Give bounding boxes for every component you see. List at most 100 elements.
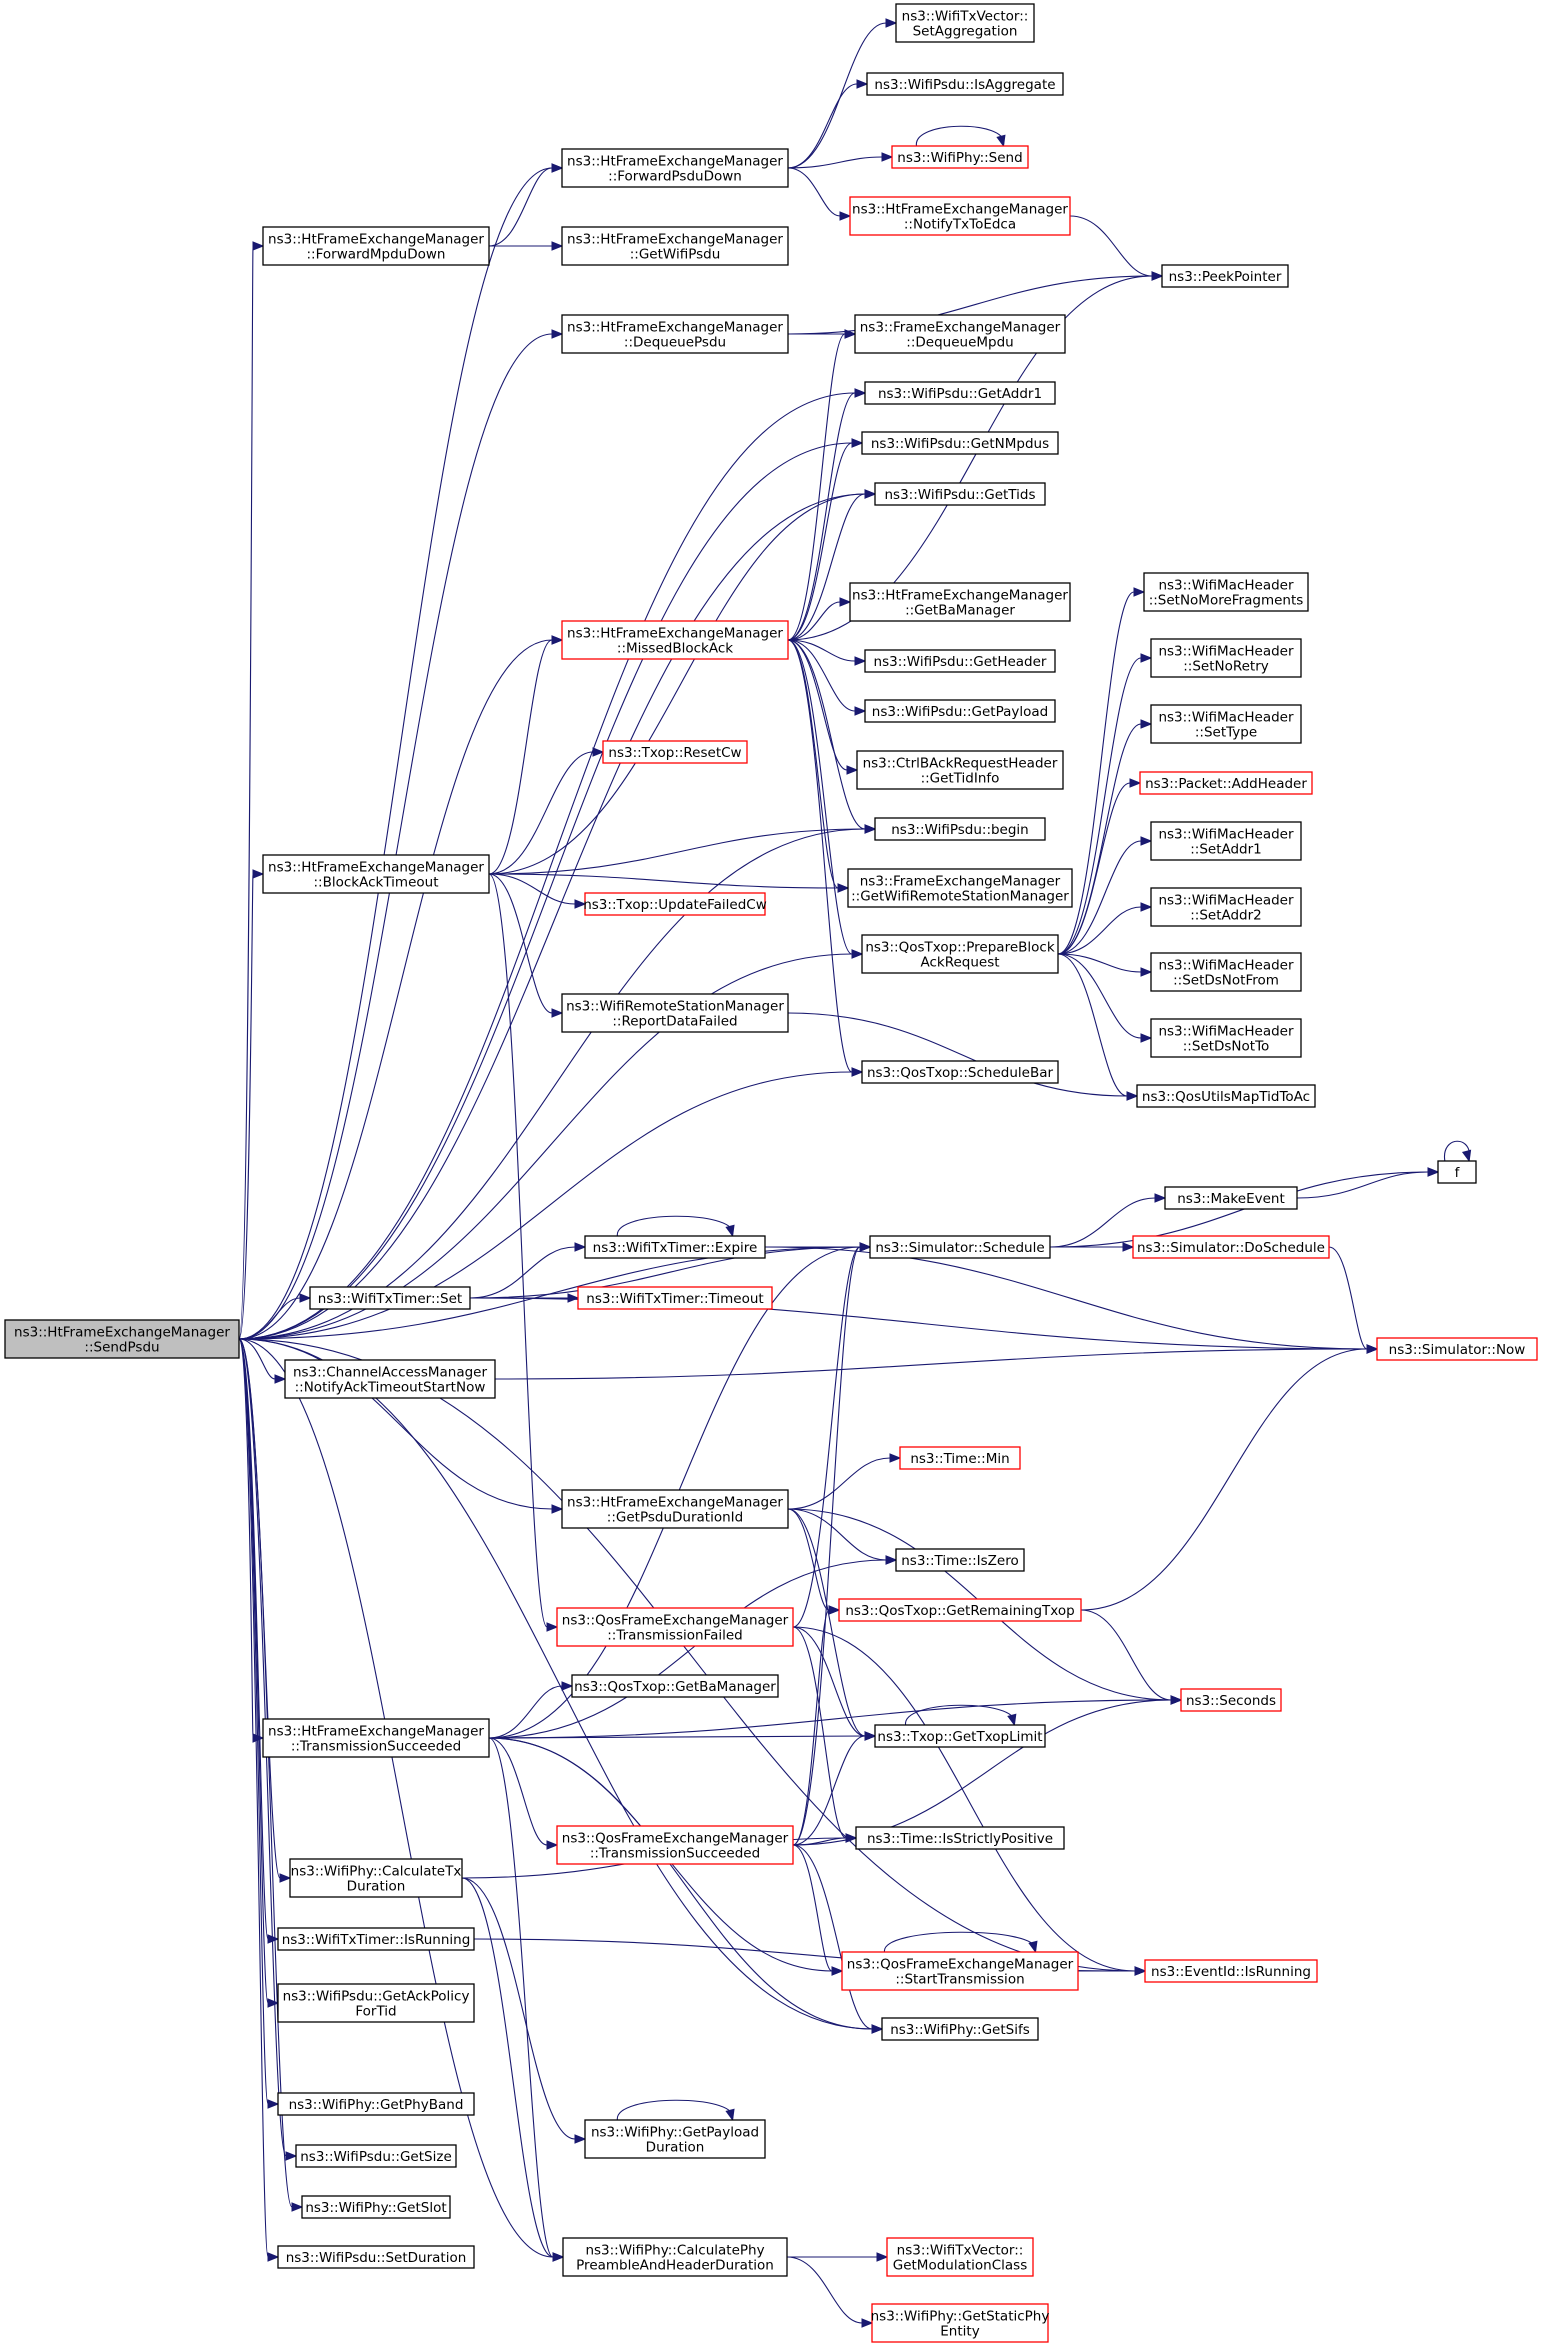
node-frameexchangemanager-dequeuempdu[interactable]: ns3::FrameExchangeManager::DequeueMpdu <box>854 314 1066 354</box>
node-htframeexchangemanager-getpsdudurationid[interactable]: ns3::HtFrameExchangeManager::GetPsduDura… <box>561 1489 789 1529</box>
node-htframeexchangemanager-sendpsdu[interactable]: ns3::HtFrameExchangeManager::SendPsdu <box>4 1319 240 1359</box>
node-wifipsdu-getaddr1[interactable]: ns3::WifiPsdu::GetAddr1 <box>864 381 1056 405</box>
node-htframeexchangemanager-getwifipsdu[interactable]: ns3::HtFrameExchangeManager::GetWifiPsdu <box>561 226 789 266</box>
node-qosframeexchangemanager-transmissionfailed[interactable]: ns3::QosFrameExchangeManager::Transmissi… <box>556 1607 794 1647</box>
node-htframeexchangemanager-missedblockack[interactable]: ns3::HtFrameExchangeManager::MissedBlock… <box>561 620 789 660</box>
node-htframeexchangemanager-notifytxtoedca[interactable]: ns3::HtFrameExchangeManager::NotifyTxToE… <box>849 196 1071 236</box>
node-qosframeexchangemanager-transmissionsucceeded[interactable]: ns3::QosFrameExchangeManager::Transmissi… <box>556 1825 794 1865</box>
node-htframeexchangemanager-forwardpsdudown[interactable]: ns3::HtFrameExchangeManager::ForwardPsdu… <box>561 148 789 188</box>
node-wifipsdu-getnmpdus[interactable]: ns3::WifiPsdu::GetNMpdus <box>861 431 1059 455</box>
node-box <box>262 854 490 894</box>
node-ctrlbackrequestheader-gettidinfo[interactable]: ns3::CtrlBAckRequestHeader::GetTidInfo <box>856 750 1064 790</box>
node-eventid-isrunning[interactable]: ns3::EventId::IsRunning <box>1144 1959 1318 1983</box>
node-box <box>886 2237 1034 2277</box>
node-wifipsdu-setduration[interactable]: ns3::WifiPsdu::SetDuration <box>277 2245 475 2269</box>
node-wifipsdu-getpayload[interactable]: ns3::WifiPsdu::GetPayload <box>864 699 1056 723</box>
node-box <box>556 1607 794 1647</box>
node-seconds[interactable]: ns3::Seconds <box>1180 1688 1282 1712</box>
node-label: ns3::FrameExchangeManager <box>860 874 1061 890</box>
node-simulator-now[interactable]: ns3::Simulator::Now <box>1376 1337 1538 1361</box>
node-box <box>561 314 789 354</box>
node-qostxop-getremainingtxop[interactable]: ns3::QosTxop::GetRemainingTxop <box>838 1598 1082 1622</box>
edge-qosTxSucc-to-txopLimit <box>792 1731 877 1846</box>
node-wifipsdu-gettids[interactable]: ns3::WifiPsdu::GetTids <box>874 482 1046 506</box>
node-label: SetAggregation <box>913 24 1018 40</box>
node-simulator-schedule[interactable]: ns3::Simulator::Schedule <box>869 1235 1051 1259</box>
node-txop-gettxoplimit[interactable]: ns3::Txop::GetTxopLimit <box>874 1724 1046 1748</box>
node-qosutilsmaptidtoac[interactable]: ns3::QosUtilsMapTidToAc <box>1136 1084 1316 1108</box>
call-edges <box>238 18 1472 2328</box>
node-box <box>864 699 1056 723</box>
node-box <box>262 226 490 266</box>
node-qostxop-schedulebar[interactable]: ns3::QosTxop::ScheduleBar <box>861 1060 1059 1084</box>
node-htframeexchangemanager-transmissionsucceeded[interactable]: ns3::HtFrameExchangeManager::Transmissio… <box>262 1718 490 1758</box>
node-time-iszero[interactable]: ns3::Time::IsZero <box>895 1548 1025 1572</box>
node-label: ns3::WifiPsdu::GetAddr1 <box>878 386 1042 402</box>
edge-expire-to-expire <box>616 1215 735 1238</box>
node-qostxop-getbamanager[interactable]: ns3::QosTxop::GetBaManager <box>571 1674 779 1698</box>
node-wifiremotestationmanager-reportdatafailed[interactable]: ns3::WifiRemoteStationManager::ReportDat… <box>561 993 789 1033</box>
node-wifiphy-getsifs[interactable]: ns3::WifiPhy::GetSifs <box>881 2017 1039 2041</box>
edge-fwdPsdu-to-setAgg <box>787 18 898 169</box>
node-label: ns3::WifiPhy::CalculatePhy <box>585 2243 764 2259</box>
node-wifipsdu-begin[interactable]: ns3::WifiPsdu::begin <box>874 817 1046 841</box>
node-wifimacheader-setnoretry[interactable]: ns3::WifiMacHeader::SetNoRetry <box>1150 638 1302 678</box>
node-label: ns3::WifiPhy::GetPayload <box>591 2125 759 2141</box>
node-wifiphy-send[interactable]: ns3::WifiPhy::Send <box>891 145 1029 169</box>
node-label: ::SetAddr1 <box>1190 842 1262 858</box>
node-wifimacheader-setaddr2[interactable]: ns3::WifiMacHeader::SetAddr2 <box>1150 887 1302 927</box>
node-label: PreambleAndHeaderDuration <box>576 2258 774 2274</box>
node-box <box>861 1060 1059 1084</box>
node-wifitxtimer-set[interactable]: ns3::WifiTxTimer::Set <box>309 1286 471 1310</box>
node-wifitxvector-setaggregation[interactable]: ns3::WifiTxVector::SetAggregation <box>895 3 1035 43</box>
node-qosframeexchangemanager-starttransmission[interactable]: ns3::QosFrameExchangeManager::StartTrans… <box>841 1951 1079 1991</box>
edge-fwdPsdu-to-notifyTx <box>787 167 852 221</box>
node-wifimacheader-settype[interactable]: ns3::WifiMacHeader::SetType <box>1150 704 1302 744</box>
node-channelaccessmanager-notifyacktimeoutstartnow[interactable]: ns3::ChannelAccessManager::NotifyAckTime… <box>284 1359 496 1399</box>
node-packet-addheader[interactable]: ns3::Packet::AddHeader <box>1139 771 1313 795</box>
edge-htTxSucc-to-qosBaMgr <box>488 1681 574 1739</box>
node-wifipsdu-isaggregate[interactable]: ns3::WifiPsdu::IsAggregate <box>866 72 1064 96</box>
node-wifitxtimer-isrunning[interactable]: ns3::WifiTxTimer::IsRunning <box>277 1927 475 1951</box>
edge-txopLimit-to-txopLimit <box>905 1704 1017 1727</box>
node-simulator-doschedule[interactable]: ns3::Simulator::DoSchedule <box>1132 1235 1330 1259</box>
node-wifimacheader-setdsnotfrom[interactable]: ns3::WifiMacHeader::SetDsNotFrom <box>1150 952 1302 992</box>
node-wifipsdu-getsize[interactable]: ns3::WifiPsdu::GetSize <box>295 2144 457 2168</box>
node-htframeexchangemanager-getbamanager[interactable]: ns3::HtFrameExchangeManager::GetBaManage… <box>849 582 1071 622</box>
edge-payloadDur-to-payloadDur <box>616 2099 735 2122</box>
node-txop-updatefailedcw[interactable]: ns3::Txop::UpdateFailedCw <box>583 892 767 916</box>
node-time-isstrictlypositive[interactable]: ns3::Time::IsStrictlyPositive <box>855 1826 1065 1850</box>
node-f[interactable]: f <box>1437 1160 1477 1184</box>
node-wifitxvector-getmodulationclass[interactable]: ns3::WifiTxVector::GetModulationClass <box>886 2237 1034 2277</box>
node-htframeexchangemanager-blockacktimeout[interactable]: ns3::HtFrameExchangeManager::BlockAckTim… <box>262 854 490 894</box>
node-label: ns3::WifiMacHeader <box>1158 644 1294 660</box>
node-wifimacheader-setnomorefragments[interactable]: ns3::WifiMacHeader::SetNoMoreFragments <box>1143 572 1309 612</box>
node-wifiphy-calculatephypreambleandheaderduration[interactable]: ns3::WifiPhy::CalculatePhyPreambleAndHea… <box>562 2237 788 2277</box>
node-wifipsdu-getheader[interactable]: ns3::WifiPsdu::GetHeader <box>864 649 1056 673</box>
node-wifimacheader-setaddr1[interactable]: ns3::WifiMacHeader::SetAddr1 <box>1150 821 1302 861</box>
node-peekpointer[interactable]: ns3::PeekPointer <box>1161 264 1289 288</box>
node-wifimacheader-setdsnotto[interactable]: ns3::WifiMacHeader::SetDsNotTo <box>1150 1018 1302 1058</box>
node-htframeexchangemanager-forwardmpdudown[interactable]: ns3::HtFrameExchangeManager::ForwardMpdu… <box>262 226 490 266</box>
node-label: ns3::QosFrameExchangeManager <box>847 1957 1074 1973</box>
node-wifitxtimer-timeout[interactable]: ns3::WifiTxTimer::Timeout <box>577 1286 773 1310</box>
node-frameexchangemanager-getwifiremotestationmanager[interactable]: ns3::FrameExchangeManager::GetWifiRemote… <box>847 868 1073 908</box>
node-box <box>841 1951 1079 1991</box>
node-label: ns3::HtFrameExchangeManager <box>567 1495 783 1511</box>
node-wifiphy-getphyband[interactable]: ns3::WifiPhy::GetPhyBand <box>277 2092 475 2116</box>
node-wifiphy-getslot[interactable]: ns3::WifiPhy::GetSlot <box>301 2195 451 2219</box>
node-wifitxtimer-expire[interactable]: ns3::WifiTxTimer::Expire <box>584 1235 766 1259</box>
edge-qosTxSucc-to-startTx <box>792 1844 844 1976</box>
node-label: ::TransmissionFailed <box>607 1628 742 1644</box>
node-label: ::NotifyAckTimeoutStartNow <box>295 1380 486 1396</box>
node-makeevent[interactable]: ns3::MakeEvent <box>1164 1186 1298 1210</box>
node-txop-resetcw[interactable]: ns3::Txop::ResetCw <box>602 740 748 764</box>
node-htframeexchangemanager-dequeuepsdu[interactable]: ns3::HtFrameExchangeManager::DequeuePsdu <box>561 314 789 354</box>
edge-root-to-dqPsdu <box>238 329 564 1340</box>
node-time-min[interactable]: ns3::Time::Min <box>899 1446 1021 1470</box>
